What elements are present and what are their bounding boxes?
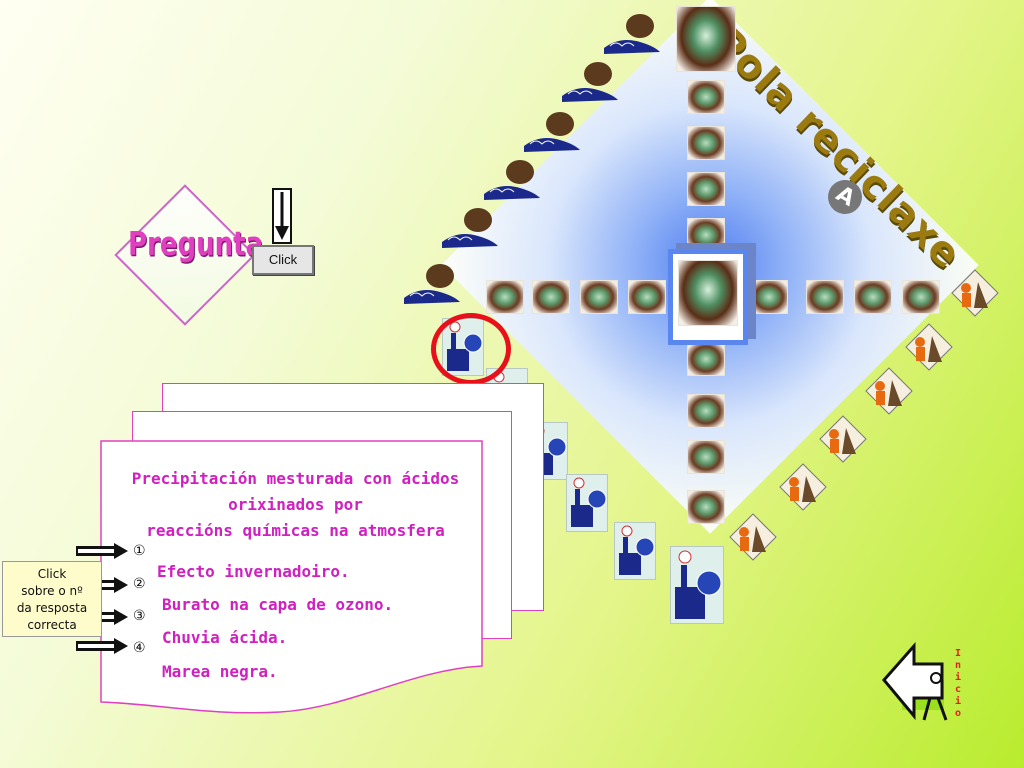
question-label: Pregunta xyxy=(128,226,264,264)
right-arrow-icon[interactable] xyxy=(76,638,128,654)
earth-in-hands-icon xyxy=(486,280,524,314)
click-button[interactable]: Click xyxy=(252,245,314,275)
pouring-water-icon xyxy=(484,160,540,200)
answer-option-2[interactable]: Burato na capa de ozono. xyxy=(162,595,394,614)
hint-line: Click xyxy=(37,567,67,581)
down-arrow-icon xyxy=(272,188,292,244)
right-arrow-icon[interactable] xyxy=(76,543,128,559)
page-front xyxy=(100,440,483,714)
earth-in-hands-icon xyxy=(687,394,725,428)
earth-in-hands-icon xyxy=(687,440,725,474)
pouring-water-icon xyxy=(442,208,498,248)
question-line: reaccións químicas na atmosfera xyxy=(146,521,445,540)
pouring-water-icon xyxy=(604,14,660,54)
answer-option-1[interactable]: Efecto invernadoiro. xyxy=(157,562,350,581)
recycler-person-icon xyxy=(865,367,913,415)
home-arrow-icon[interactable] xyxy=(880,640,960,726)
earth-in-hands-icon xyxy=(687,126,725,160)
pouring-water-icon xyxy=(404,264,460,304)
earth-in-hands-icon xyxy=(628,280,666,314)
recycler-person-icon xyxy=(819,415,867,463)
question-line: orixinados por xyxy=(228,495,363,514)
earth-in-hands-icon xyxy=(687,218,725,252)
earth-in-hands-icon xyxy=(687,172,725,206)
recycler-person-icon xyxy=(951,269,999,317)
home-label[interactable]: Inicio xyxy=(955,648,962,719)
earth-in-hands-icon xyxy=(687,342,725,376)
factory-globe-icon xyxy=(566,474,608,532)
earth-in-hands-icon xyxy=(687,490,725,524)
earth-in-hands-icon xyxy=(580,280,618,314)
question-text: Precipitación mesturada con ácidos orixi… xyxy=(118,466,473,544)
pouring-water-icon xyxy=(524,112,580,152)
earth-in-hands-icon xyxy=(806,280,844,314)
answer-option-4[interactable]: Marea negra. xyxy=(162,662,278,681)
hint-line: correcta xyxy=(27,618,77,632)
hint-line: da resposta xyxy=(16,601,88,615)
answer-number: ③ xyxy=(133,608,146,624)
selection-ring xyxy=(431,313,511,385)
factory-globe-icon xyxy=(614,522,656,580)
earth-in-hands-icon xyxy=(687,80,725,114)
earth-in-hands-icon xyxy=(750,280,788,314)
factory-globe-icon xyxy=(670,546,724,624)
center-frame xyxy=(668,249,748,345)
question-line: Precipitación mesturada con ácidos xyxy=(131,469,460,488)
hint-line: sobre o nº xyxy=(21,584,83,598)
earth-in-hands-icon xyxy=(676,6,736,72)
earth-in-hands-icon xyxy=(678,260,738,326)
answer-number: ② xyxy=(133,576,146,592)
answer-number: ① xyxy=(133,543,146,559)
answer-number: ④ xyxy=(133,640,146,656)
recycler-person-icon xyxy=(779,463,827,511)
recycler-person-icon xyxy=(905,323,953,371)
earth-in-hands-icon xyxy=(902,280,940,314)
recycler-person-icon xyxy=(729,513,777,561)
hint-box: Click sobre o nº da resposta correcta xyxy=(2,561,102,637)
earth-in-hands-icon xyxy=(854,280,892,314)
earth-in-hands-icon xyxy=(532,280,570,314)
pouring-water-icon xyxy=(562,62,618,102)
answer-option-3[interactable]: Chuvia ácida. xyxy=(162,628,288,647)
